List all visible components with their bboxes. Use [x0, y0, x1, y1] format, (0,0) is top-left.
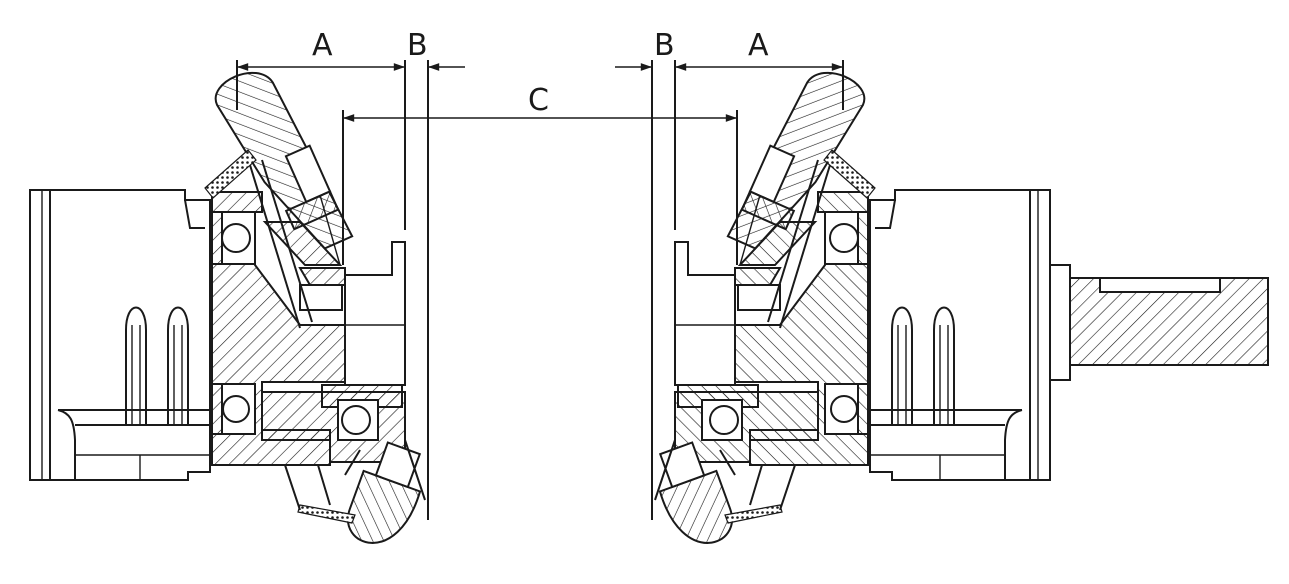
label-c: C [528, 83, 549, 118]
label-right-b: B [654, 28, 675, 63]
label-left-b: B [407, 28, 428, 63]
left-assembly [29, 58, 434, 555]
label-right-a: A [748, 28, 769, 63]
right-assembly [646, 58, 1051, 555]
output-shaft [1049, 264, 1269, 381]
label-left-a: A [312, 28, 333, 63]
